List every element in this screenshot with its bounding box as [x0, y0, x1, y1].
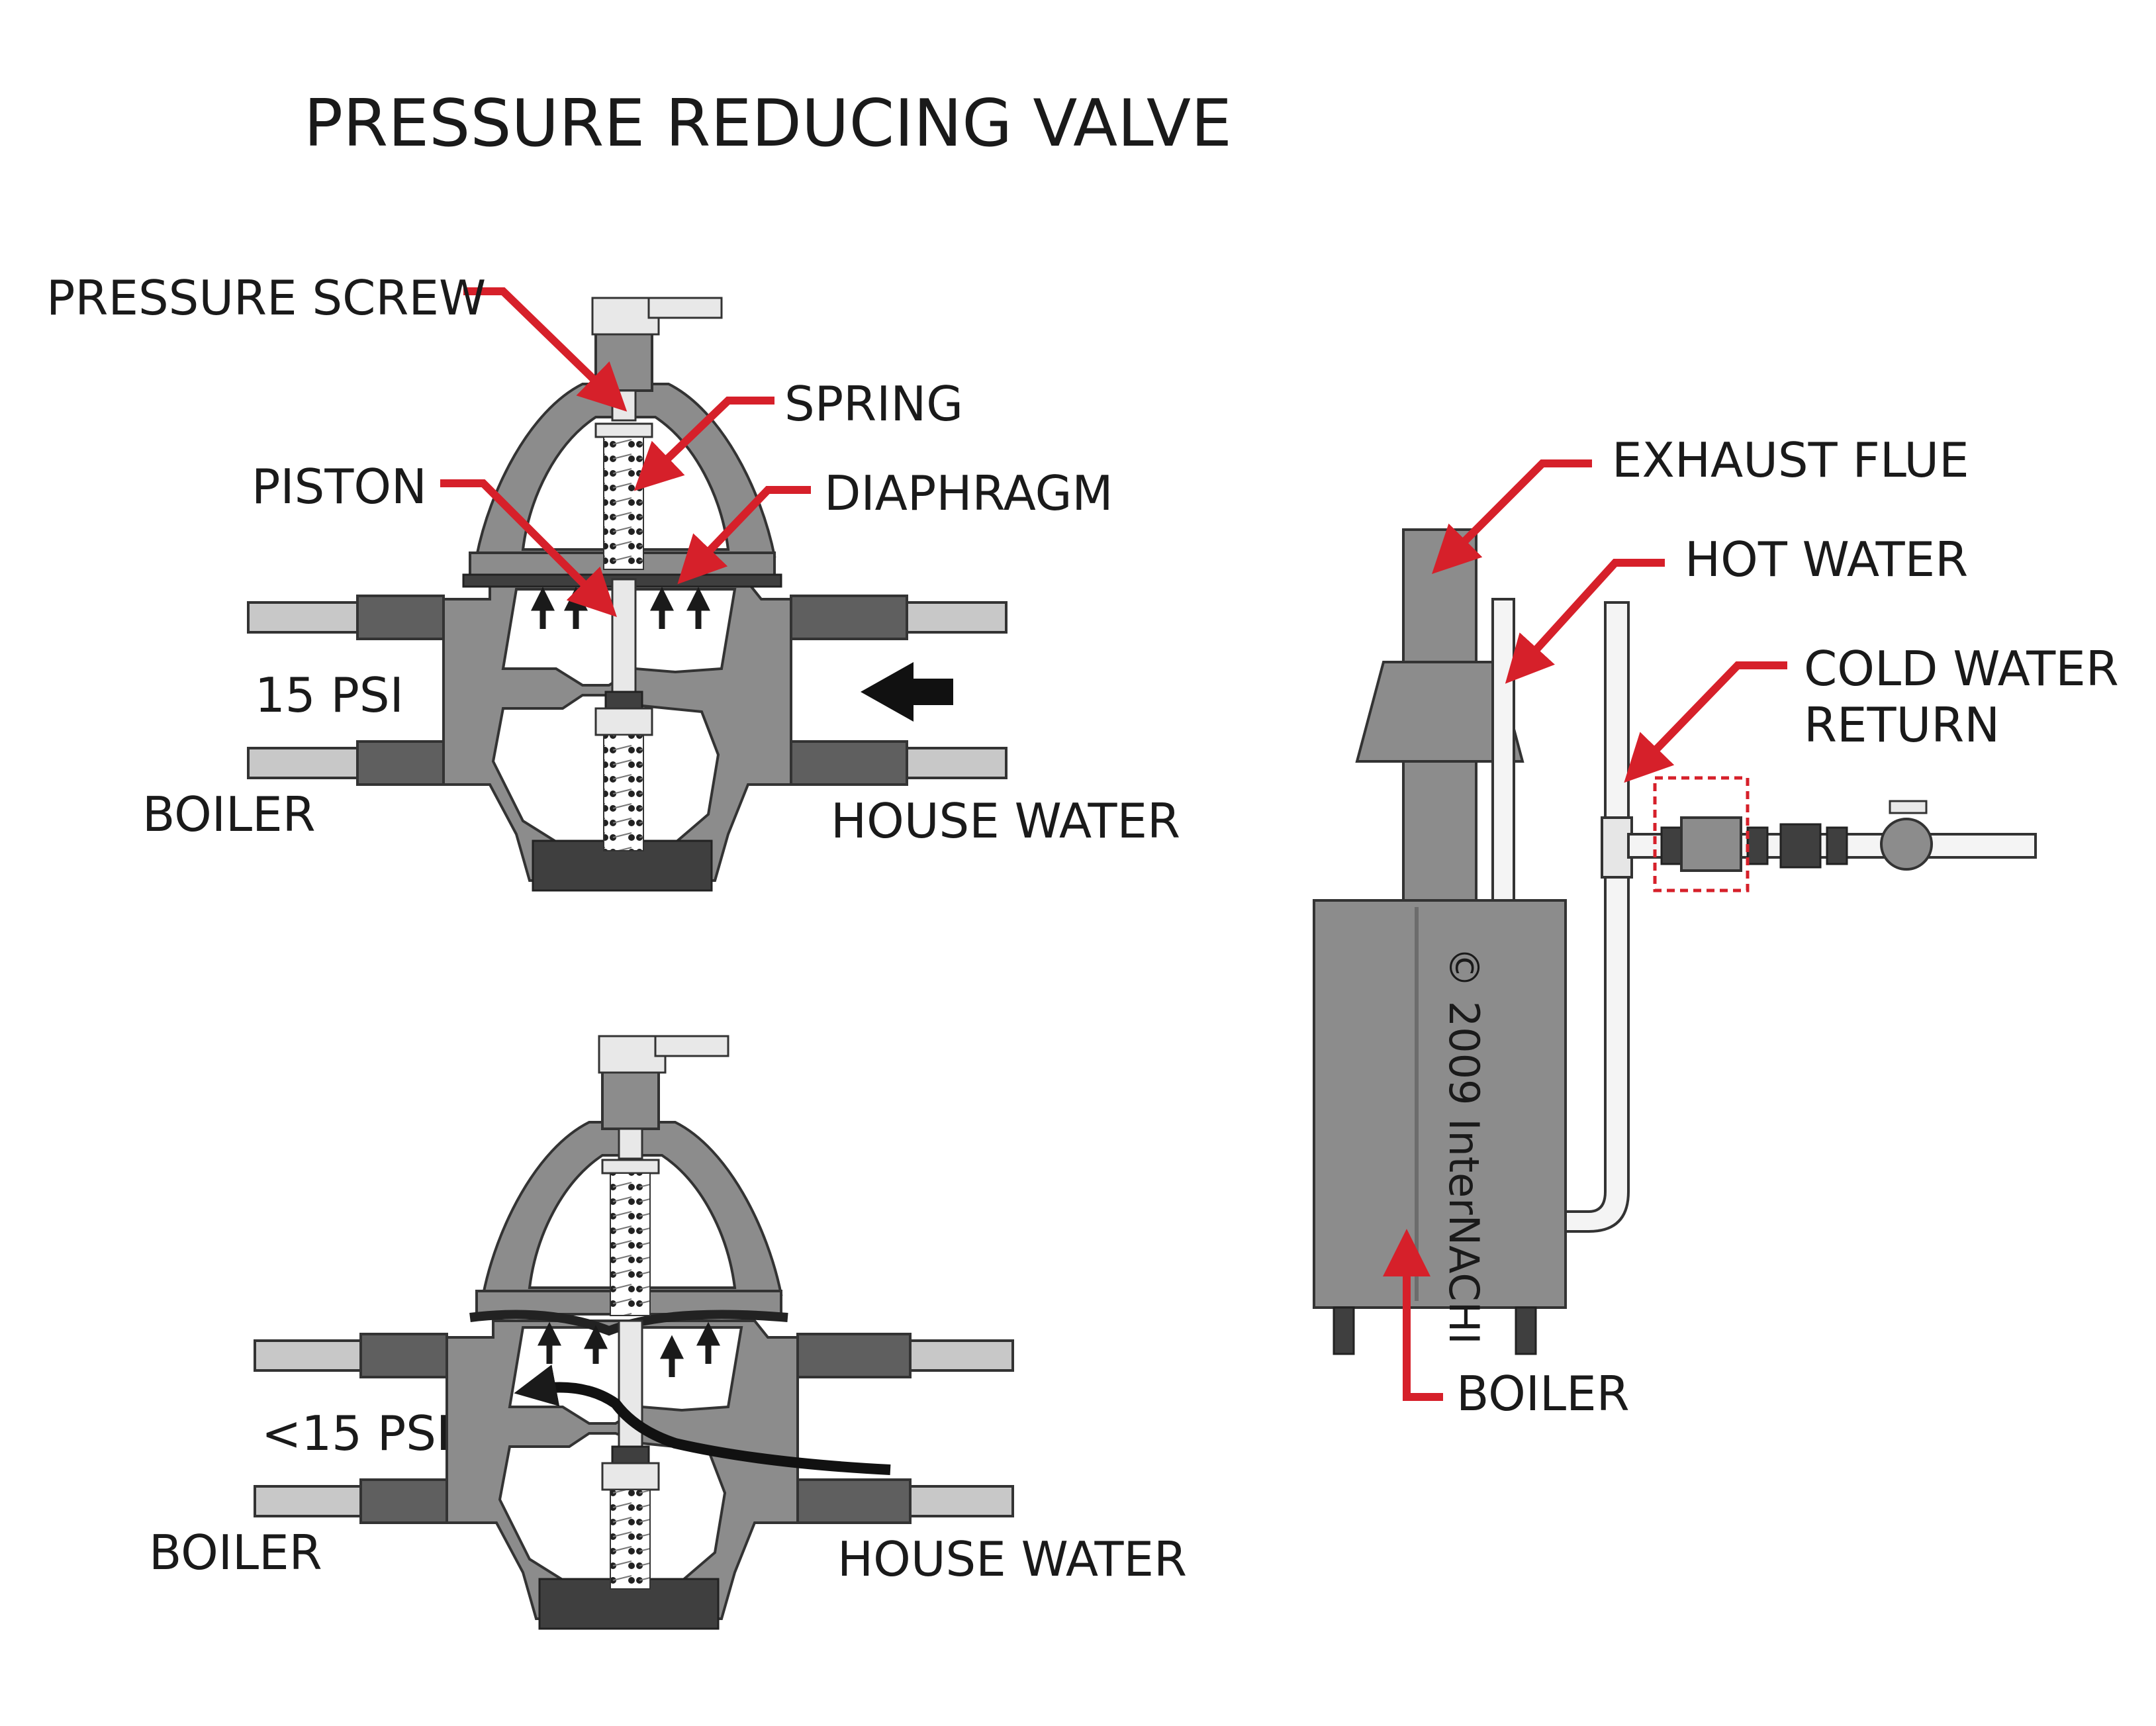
top-piston-seat	[604, 691, 643, 710]
bottom-coupling-upper-right	[796, 1333, 912, 1378]
supply-fitting	[1660, 826, 1683, 865]
callout-pressure-screw-line	[463, 287, 628, 412]
top-pipe-upper-left	[247, 601, 362, 634]
top-pipe-lower-right	[906, 747, 1008, 779]
supply-fitting	[1826, 826, 1848, 865]
top-screw-handle	[647, 297, 723, 319]
bottom-spring	[610, 1173, 651, 1316]
callout-boiler-line	[1383, 1229, 1443, 1401]
hot-water-pipe	[1491, 598, 1515, 905]
bottom-screw-cap	[598, 1035, 667, 1074]
label-bottom-pressure: <15 PSI	[261, 1406, 450, 1461]
boiler-leg	[1515, 1306, 1537, 1355]
label-diaphragm: DIAPHRAGM	[824, 465, 1113, 521]
bottom-coupling-lower-right	[796, 1478, 912, 1524]
top-flow-arrow-icon	[861, 662, 953, 722]
top-pipe-upper-right	[906, 601, 1008, 634]
label-spring: SPRING	[784, 376, 963, 432]
label-boiler-main: BOILER	[1456, 1366, 1630, 1421]
top-coupling-lower-right	[790, 740, 908, 786]
bottom-pipe-lower-left	[254, 1485, 369, 1517]
label-piston: PISTON	[252, 459, 427, 514]
label-pressure-screw: PRESSURE SCREW	[46, 270, 486, 326]
label-cold-water-return-2: RETURN	[1804, 697, 2000, 753]
reducing-valve-small	[1680, 816, 1742, 872]
shutoff-valve-body	[1880, 818, 1933, 871]
bottom-diaphragm-deflected	[469, 1310, 788, 1336]
top-coupling-lower-left	[356, 740, 445, 786]
top-lower-spring	[603, 734, 644, 851]
boiler-leg	[1333, 1306, 1355, 1355]
bottom-pipe-upper-left	[254, 1339, 369, 1372]
top-coupling-upper-right	[790, 595, 908, 640]
top-pipe-lower-left	[247, 747, 362, 779]
top-valve-callouts: PRESSURE SCREW SPRING PISTON DIAPHRAGM 1…	[46, 270, 1180, 849]
diagram-title: PRESSURE REDUCING VALVE	[304, 86, 1232, 162]
boiler-system-illustration: © 2009 InterNACHI	[1313, 528, 2037, 1355]
bottom-valve-labels: <15 PSI BOILER HOUSE WATER	[149, 1406, 1187, 1587]
boiler-cabinet	[1313, 899, 1567, 1309]
bottom-piston-seat	[611, 1445, 650, 1464]
label-hot-water: HOT WATER	[1685, 532, 1968, 587]
bottom-valve-illustration	[254, 1035, 1014, 1630]
bottom-lower-spring-plate	[601, 1462, 660, 1491]
top-screw-cap	[591, 297, 660, 336]
top-spring	[603, 436, 644, 570]
bottom-screw-handle	[654, 1035, 729, 1057]
top-screw-neck	[594, 330, 653, 392]
callout-diaphragm-line	[677, 486, 811, 585]
callout-cold-water-return-line	[1624, 661, 1787, 783]
exhaust-flue-hood	[1355, 661, 1524, 763]
label-top-boiler: BOILER	[142, 787, 316, 842]
label-top-pressure: 15 PSI	[255, 667, 404, 723]
supply-fitting	[1746, 826, 1769, 865]
top-piston-stem	[611, 578, 637, 700]
top-lower-spring-plate	[594, 707, 653, 736]
callout-spring-line	[633, 397, 774, 491]
bottom-lower-spring	[610, 1489, 651, 1590]
top-coupling-upper-left	[356, 595, 445, 640]
bottom-pressure-screw	[618, 1127, 643, 1160]
label-top-house-water: HOUSE WATER	[831, 793, 1180, 849]
label-exhaust-flue: EXHAUST FLUE	[1612, 432, 1969, 488]
boiler-system-callouts: EXHAUST FLUE HOT WATER COLD WATER RETURN…	[1383, 432, 2119, 1421]
bottom-pipe-upper-right	[909, 1339, 1014, 1372]
bottom-spring-plate	[601, 1159, 660, 1175]
top-pressure-screw	[611, 389, 637, 422]
reducing-valve-highlight-box	[1653, 776, 1750, 892]
label-bottom-house-water: HOUSE WATER	[837, 1531, 1187, 1587]
bottom-coupling-lower-left	[359, 1478, 448, 1524]
shutoff-valve-handle	[1889, 800, 1928, 814]
copyright-notice: © 2009 InterNACHI	[1440, 947, 1488, 1345]
label-bottom-boiler: BOILER	[149, 1525, 322, 1580]
cold-water-return-pipe	[1561, 601, 1630, 1233]
top-spring-plate	[594, 422, 653, 438]
callout-hot-water-line	[1505, 559, 1665, 684]
callout-exhaust-flue-line	[1432, 459, 1592, 574]
bottom-coupling-upper-left	[359, 1333, 448, 1378]
bottom-flow-path-arrow	[514, 1365, 891, 1475]
bottom-pipe-lower-right	[909, 1485, 1014, 1517]
supply-fitting	[1779, 823, 1822, 869]
callout-piston-line	[440, 479, 617, 617]
bottom-piston-stem	[618, 1319, 643, 1451]
bottom-screw-neck	[601, 1068, 660, 1130]
label-cold-water-return-1: COLD WATER	[1804, 641, 2119, 696]
